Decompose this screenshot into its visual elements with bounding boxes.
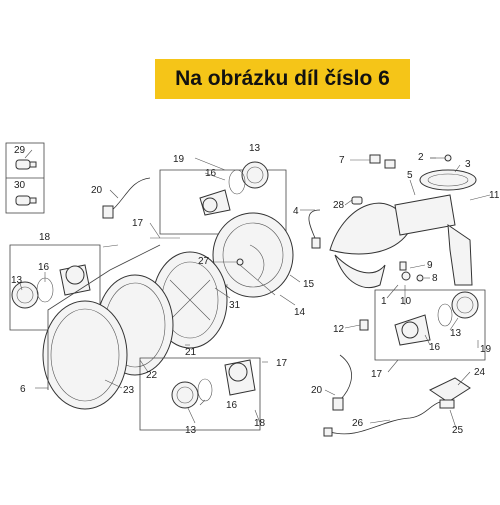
headlight-housing-14 [212, 212, 294, 298]
group-18-lower-frame [139, 357, 261, 431]
callout-9: 9 [427, 260, 433, 271]
banner-text: Na obrázku díl číslo 6 [175, 67, 390, 90]
callout-13-upper-left: 13 [11, 275, 23, 286]
turn-signal-right-lower [394, 291, 479, 346]
callout-16-lower-left: 16 [226, 400, 238, 411]
callout-17-upper: 17 [132, 218, 144, 229]
turn-signal-upper-left [199, 161, 269, 216]
callout-27: 27 [198, 256, 210, 267]
callout-16-lower-right: 16 [429, 342, 441, 353]
wire-connector-20-upper [102, 177, 151, 219]
callout-12: 12 [333, 324, 345, 335]
part-number-banner: Na obrázku díl číslo 6 [155, 59, 410, 99]
callout-6: 6 [20, 384, 26, 395]
rear-fender-7 [329, 154, 411, 288]
callout-14: 14 [294, 307, 306, 318]
callout-11: 11 [489, 190, 500, 201]
callout-13-lower-left: 13 [185, 425, 197, 436]
callout-23: 23 [123, 385, 135, 396]
callout-13-upper-right: 13 [249, 143, 261, 154]
callout-13-lower-right: 13 [450, 328, 462, 339]
wire-26 [323, 401, 441, 437]
right-bracket-11 [447, 223, 473, 286]
callout-4: 4 [293, 206, 299, 217]
callout-25: 25 [452, 425, 464, 436]
bulb-29-icon [15, 159, 37, 170]
callout-18-lower: 18 [254, 418, 266, 429]
callout-19-lower: 19 [480, 344, 492, 355]
callout-1: 1 [381, 296, 387, 307]
callout-19-upper: 19 [173, 154, 185, 165]
callout-26: 26 [352, 418, 364, 429]
callout-16-upper-left: 16 [38, 262, 50, 273]
turn-signal-lower-left [171, 359, 256, 409]
callout-22: 22 [146, 370, 158, 381]
callout-20-lower: 20 [311, 385, 323, 396]
group-6-frame [47, 244, 161, 390]
tail-lamp-3 [419, 169, 477, 191]
callout-10: 10 [400, 296, 412, 307]
wire-4 [308, 209, 321, 249]
callout-3: 3 [465, 159, 471, 170]
bulb-30-icon [15, 195, 37, 206]
plate-light-24-25 [428, 377, 471, 409]
callout-24: 24 [474, 367, 486, 378]
callout-29: 29 [14, 145, 26, 156]
callout-28: 28 [333, 200, 345, 211]
bulb-28-icon [351, 196, 363, 205]
group-19-lower-frame [374, 289, 486, 361]
callout-15: 15 [303, 279, 315, 290]
leader-lines [19, 149, 491, 429]
callout-17-right: 17 [371, 369, 383, 380]
trim-ring-23 [42, 300, 128, 410]
callout-30: 30 [14, 180, 26, 191]
callout-21: 21 [185, 347, 197, 358]
callout-18-upper: 18 [39, 232, 51, 243]
callout-17-lower: 17 [276, 358, 288, 369]
callout-7: 7 [339, 155, 345, 166]
license-bracket-5 [394, 194, 456, 236]
callout-31: 31 [229, 300, 241, 311]
callout-16-upper-right: 16 [205, 168, 217, 179]
wire-connector-20-lower [332, 354, 352, 411]
callout-labels: 29 30 20 19 16 13 17 18 16 13 27 31 15 1… [11, 143, 500, 436]
connector-12 [359, 319, 369, 331]
callout-8: 8 [432, 273, 438, 284]
callout-5: 5 [407, 170, 413, 181]
callout-2: 2 [418, 152, 424, 163]
turn-signal-left-upper [11, 264, 91, 309]
screw-2 [430, 154, 452, 162]
small-parts-1-8-9-10 [399, 261, 424, 305]
callout-20-upper: 20 [91, 185, 103, 196]
